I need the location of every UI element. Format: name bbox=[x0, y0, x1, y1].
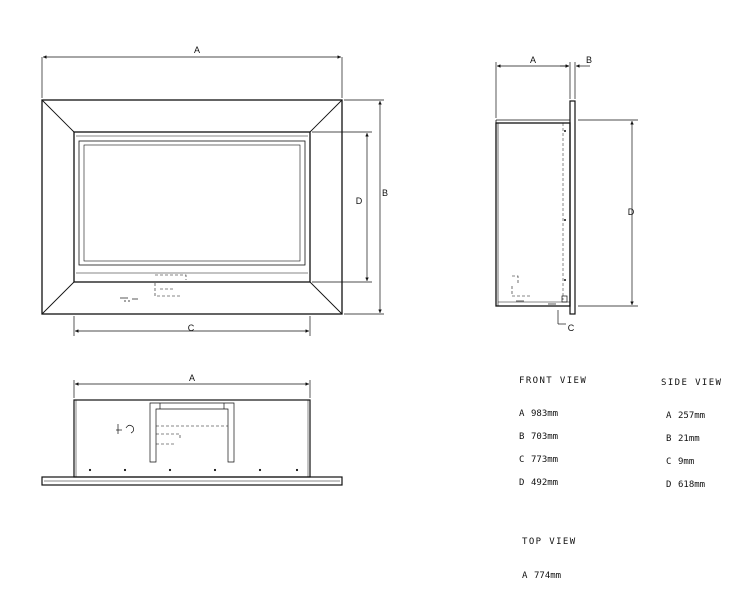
top-dim-a-label: A bbox=[189, 373, 195, 383]
top-spec-a: A 774mm bbox=[522, 570, 561, 593]
spec-value: 492mm bbox=[531, 478, 559, 488]
side-view-specs: A 257mm B 21mm C 9mm D 618mm bbox=[666, 410, 705, 502]
spec-key: D bbox=[519, 478, 525, 488]
spec-value: 774mm bbox=[534, 571, 562, 581]
front-glass-outer bbox=[78, 140, 306, 266]
side-control-details bbox=[511, 275, 530, 297]
side-dim-d-label: D bbox=[628, 207, 635, 217]
top-view-drawing bbox=[41, 399, 343, 486]
top-front-plate bbox=[41, 476, 343, 486]
front-glass-inner bbox=[83, 144, 301, 262]
side-view-title: SIDE VIEW bbox=[661, 378, 723, 388]
top-housing bbox=[73, 399, 311, 478]
spec-value: 618mm bbox=[678, 480, 706, 490]
front-spec-b: B 703mm bbox=[519, 431, 558, 454]
side-spec-a: A 257mm bbox=[666, 410, 705, 433]
spec-key: A bbox=[522, 571, 528, 581]
front-dim-a-label: A bbox=[194, 45, 200, 55]
side-dim-a-label: A bbox=[530, 55, 536, 65]
front-spec-c: C 773mm bbox=[519, 454, 558, 477]
side-front-plate bbox=[569, 100, 576, 315]
spec-value: 703mm bbox=[531, 432, 559, 442]
front-view-title: FRONT VIEW bbox=[519, 376, 588, 386]
top-fixing-dots bbox=[88, 468, 299, 472]
front-dim-c-label: C bbox=[188, 323, 195, 333]
spec-value: 9mm bbox=[678, 457, 695, 467]
side-spec-d: D 618mm bbox=[666, 479, 705, 502]
top-dashed-details bbox=[156, 425, 228, 445]
front-spec-d: D 492mm bbox=[519, 477, 558, 500]
side-spec-b: B 21mm bbox=[666, 433, 705, 456]
spec-key: B bbox=[519, 432, 525, 442]
side-bottom-fittings bbox=[516, 295, 568, 305]
front-control-details bbox=[154, 274, 187, 297]
front-inner-opening bbox=[73, 131, 311, 283]
top-dimensions bbox=[73, 380, 311, 398]
spec-key: A bbox=[666, 411, 672, 421]
side-view-drawing bbox=[495, 100, 576, 315]
side-spec-c: C 9mm bbox=[666, 456, 705, 479]
front-view-drawing bbox=[41, 99, 343, 315]
front-view-specs: A 983mm B 703mm C 773mm D 492mm bbox=[519, 408, 558, 500]
side-dimensions bbox=[495, 62, 638, 325]
front-spec-a: A 983mm bbox=[519, 408, 558, 431]
side-body bbox=[495, 122, 571, 307]
spec-value: 21mm bbox=[678, 434, 700, 444]
spec-value: 257mm bbox=[678, 411, 706, 421]
top-control-knob bbox=[116, 424, 135, 434]
front-dim-d-label: D bbox=[356, 196, 363, 206]
front-dim-b-label: B bbox=[382, 188, 388, 198]
side-dim-b-label: B bbox=[586, 55, 592, 65]
spec-value: 983mm bbox=[531, 409, 559, 419]
spec-key: A bbox=[519, 409, 525, 419]
spec-key: B bbox=[666, 434, 672, 444]
top-view-specs: A 774mm bbox=[522, 570, 561, 593]
front-dimensions bbox=[41, 55, 384, 336]
side-fixing-dots bbox=[564, 130, 566, 281]
front-outer-frame bbox=[41, 99, 343, 315]
spec-key: C bbox=[666, 457, 672, 467]
spec-value: 773mm bbox=[531, 455, 559, 465]
spec-key: C bbox=[519, 455, 525, 465]
side-dim-c-label: C bbox=[568, 323, 575, 333]
spec-key: D bbox=[666, 480, 672, 490]
top-view-title: TOP VIEW bbox=[522, 537, 577, 547]
top-internal-bracket bbox=[149, 402, 235, 463]
front-small-marks bbox=[120, 297, 138, 302]
front-frame-bevels bbox=[41, 99, 343, 315]
